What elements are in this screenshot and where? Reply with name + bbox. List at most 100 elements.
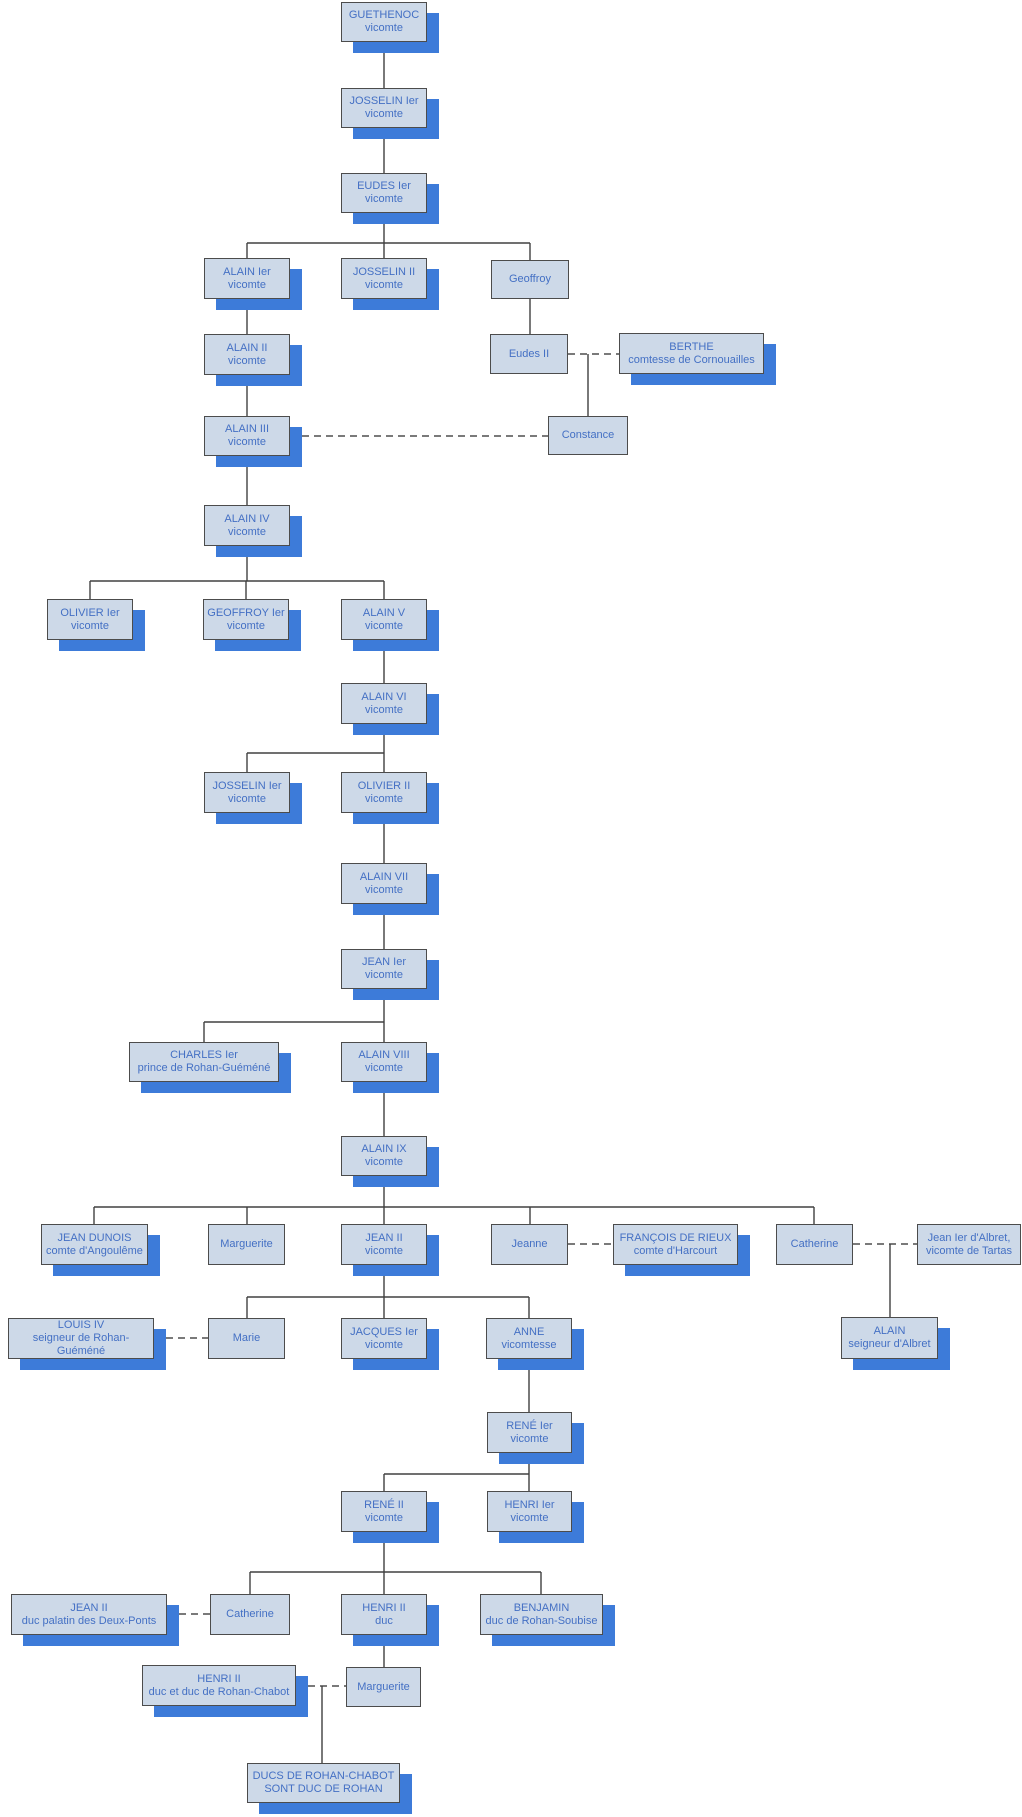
node-title: JOSSELIN Ier: [212, 779, 282, 792]
node-subtitle: vicomte: [228, 436, 266, 448]
node-subtitle: vicomte: [227, 619, 265, 632]
node-jeanne: Jeanne: [491, 1224, 568, 1265]
node-title: ALAIN Ier: [223, 265, 271, 278]
node-marie: Marie: [208, 1318, 285, 1359]
node-title: ALAIN IV: [224, 512, 270, 525]
node-subtitle: vicomte: [228, 525, 266, 538]
node-title: GEOFFROY Ier: [207, 606, 285, 619]
node-title: CHARLES Ier: [170, 1049, 238, 1061]
node-title: Jeanne: [511, 1238, 548, 1250]
node-subtitle: vicomte: [365, 108, 403, 120]
node-title: Marie: [232, 1332, 261, 1344]
node-title: Catherine: [790, 1238, 839, 1250]
node-subtitle: prince de Rohan-Guéméné: [137, 1062, 271, 1074]
node-title: Constance: [561, 429, 615, 441]
node-subtitle: vicomte: [365, 792, 403, 805]
node-subtitle: seigneur d'Albret: [848, 1338, 931, 1350]
node-title: EUDES Ier: [357, 180, 411, 192]
node-title: BERTHE: [669, 340, 714, 353]
node-title: ALAIN III: [224, 423, 270, 435]
node-title: HENRI II: [197, 1672, 241, 1685]
node-title: JOSSELIN Ier: [349, 95, 419, 107]
node-subtitle: vicomte: [365, 703, 403, 716]
node-subtitle: vicomte de Tartas: [925, 1244, 1012, 1257]
node-subtitle: vicomte: [365, 1338, 403, 1351]
node-subtitle: vicomte: [510, 1511, 549, 1524]
node-subtitle: vicomte: [365, 278, 403, 291]
node-title: ALAIN IX: [361, 1143, 407, 1155]
node-title: ALAIN VI: [361, 690, 407, 703]
node-subtitle: duc palatin des Deux-Ponts: [21, 1614, 157, 1627]
node-subtitle: vicomte: [365, 1062, 403, 1074]
node-subtitle: vicomte: [365, 619, 403, 632]
node-subtitle: vicomte: [365, 1244, 403, 1257]
node-marguerite-2: Marguerite: [346, 1667, 421, 1707]
node-title: JEAN II: [365, 1231, 403, 1244]
node-eudes-2: Eudes II: [490, 334, 568, 374]
node-subtitle: vicomte: [365, 22, 403, 34]
node-subtitle: vicomte: [365, 193, 403, 205]
node-constance: Constance: [548, 416, 628, 455]
node-subtitle: vicomte: [365, 1511, 403, 1524]
node-title: FRANÇOIS DE RIEUX: [619, 1231, 732, 1244]
node-subtitle: SONT DUC DE ROHAN: [264, 1783, 383, 1795]
node-title: HENRI II: [362, 1601, 406, 1614]
node-subtitle: vicomte: [365, 969, 403, 981]
node-title: ANNE: [513, 1325, 545, 1338]
node-title: GUETHENOC: [348, 9, 420, 21]
node-title: RENÉ II: [364, 1498, 404, 1511]
node-subtitle: comtesse de Cornouailles: [628, 353, 755, 366]
node-title: JEAN II: [70, 1601, 108, 1614]
node-catherine-1: Catherine: [776, 1224, 853, 1265]
node-jean-albret: Jean Ier d'Albret,vicomte de Tartas: [917, 1224, 1021, 1265]
node-subtitle: comte d'Angoulême: [46, 1244, 143, 1257]
node-title: ALAIN VIII: [358, 1049, 410, 1061]
node-catherine-2: Catherine: [210, 1594, 290, 1635]
node-title: BENJAMIN: [513, 1601, 570, 1614]
node-title: ALAIN V: [362, 606, 406, 619]
node-subtitle: vicomte: [365, 1156, 403, 1168]
node-title: ALAIN II: [226, 341, 268, 354]
node-title: Marguerite: [357, 1680, 410, 1693]
node-subtitle: duc et duc de Rohan-Chabot: [148, 1685, 290, 1698]
node-subtitle: vicomte: [228, 278, 266, 291]
node-title: ALAIN: [873, 1325, 906, 1337]
node-geoffroy: Geoffroy: [491, 260, 569, 299]
node-title: JEAN Ier: [361, 956, 406, 968]
node-subtitle: vicomtesse: [501, 1338, 557, 1351]
node-subtitle: seigneur de Rohan-Guéméné: [32, 1332, 130, 1357]
node-title: OLIVIER Ier: [60, 606, 120, 619]
node-title: Geoffroy: [509, 273, 551, 285]
node-title: Eudes II: [508, 347, 550, 360]
node-marguerite-1: Marguerite: [208, 1224, 285, 1265]
